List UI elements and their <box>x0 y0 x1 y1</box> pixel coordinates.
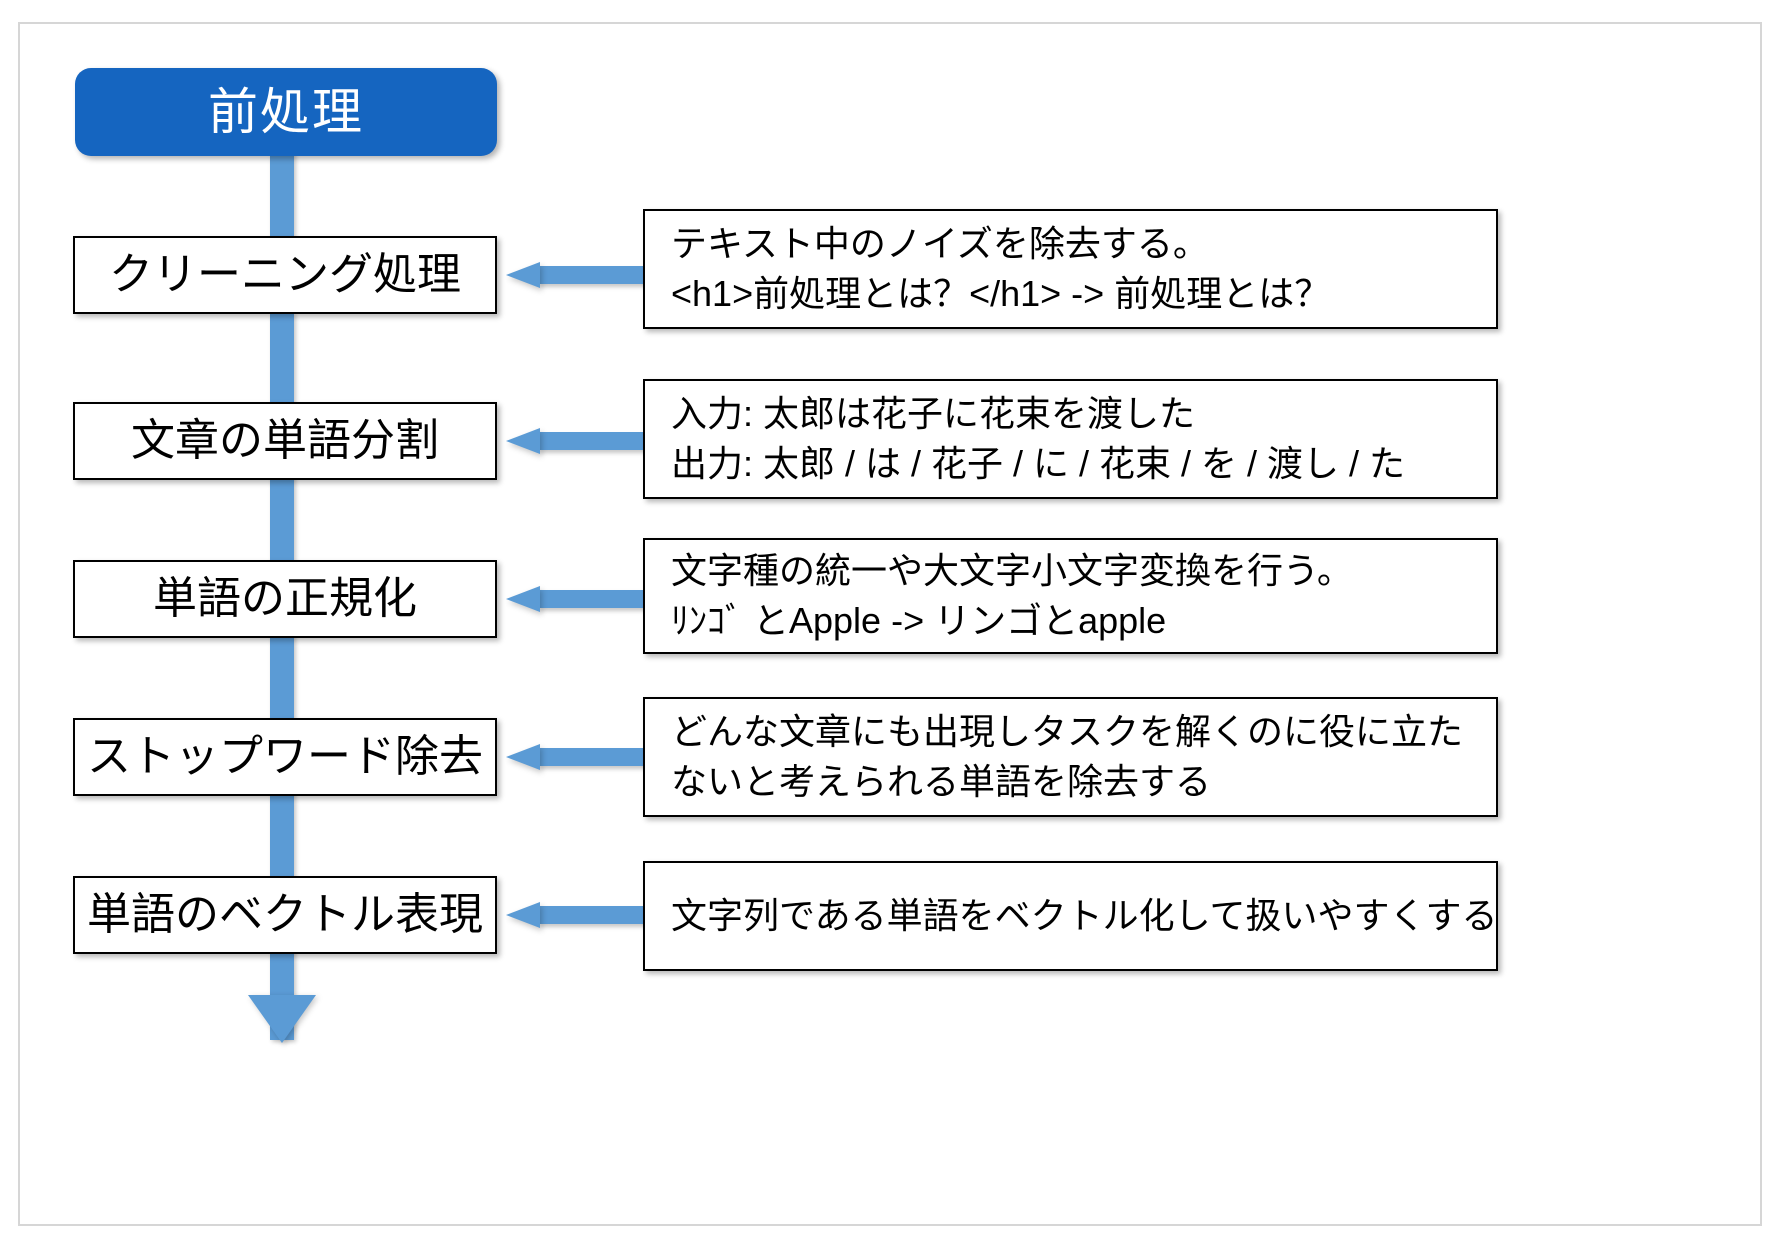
arrow-to-cleaning-icon <box>506 262 646 288</box>
desc-line: テキスト中のノイズを除去する。 <box>671 223 1209 265</box>
desc-line: ﾘﾝｺﾞ とApple -> リンゴとapple <box>671 600 1167 641</box>
desc-line: どんな文章にも出現しタスクを解くのに役に立た <box>671 711 1464 753</box>
arrow-to-tokenization-icon <box>506 428 646 454</box>
desc-line: <h1>前処理とは？</h1> -> 前処理とは？ <box>671 273 1331 314</box>
step-label: 単語のベクトル表現 <box>87 889 483 939</box>
desc-line: 出力: 太郎 / は / 花子 / に / 花束 / を / 渡し / た <box>671 443 1406 484</box>
step-label: クリーニング処理 <box>109 249 461 299</box>
desc-box-normalization: 文字種の統一や大文字小文字変換を行う。 ﾘﾝｺﾞ とApple -> リンゴとa… <box>643 538 1498 654</box>
step-label: 単語の正規化 <box>153 573 417 623</box>
desc-line: 文字列である単語をベクトル化して扱いやすくする <box>671 895 1498 937</box>
header-title: 前処理 <box>208 84 364 140</box>
desc-line: ないと考えられる単語を除去する <box>671 761 1212 802</box>
step-box-word-vector[interactable]: 単語のベクトル表現 <box>73 876 497 954</box>
desc-line: 文字種の統一や大文字小文字変換を行う。 <box>671 550 1353 592</box>
step-box-stopword-removal[interactable]: ストップワード除去 <box>73 718 497 796</box>
arrow-to-stopword-removal-icon <box>506 744 646 770</box>
step-label: 文章の単語分割 <box>131 415 439 465</box>
desc-box-tokenization: 入力: 太郎は花子に花束を渡した 出力: 太郎 / は / 花子 / に / 花… <box>643 379 1498 499</box>
step-box-normalization[interactable]: 単語の正規化 <box>73 560 497 638</box>
step-box-cleaning[interactable]: クリーニング処理 <box>73 236 497 314</box>
arrow-to-normalization-icon <box>506 586 646 612</box>
desc-line: 入力: 太郎は花子に花束を渡した <box>671 393 1196 435</box>
arrow-to-word-vector-icon <box>506 902 646 928</box>
step-box-tokenization[interactable]: 文章の単語分割 <box>73 402 497 480</box>
flow-end-arrow-icon <box>248 995 316 1043</box>
desc-box-word-vector: 文字列である単語をベクトル化して扱いやすくする <box>643 861 1498 971</box>
desc-box-cleaning: テキスト中のノイズを除去する。 <h1>前処理とは？</h1> -> 前処理とは… <box>643 209 1498 329</box>
step-label: ストップワード除去 <box>87 731 483 781</box>
desc-box-stopword-removal: どんな文章にも出現しタスクを解くのに役に立た ないと考えられる単語を除去する <box>643 697 1498 817</box>
header-box: 前処理 <box>75 68 497 156</box>
